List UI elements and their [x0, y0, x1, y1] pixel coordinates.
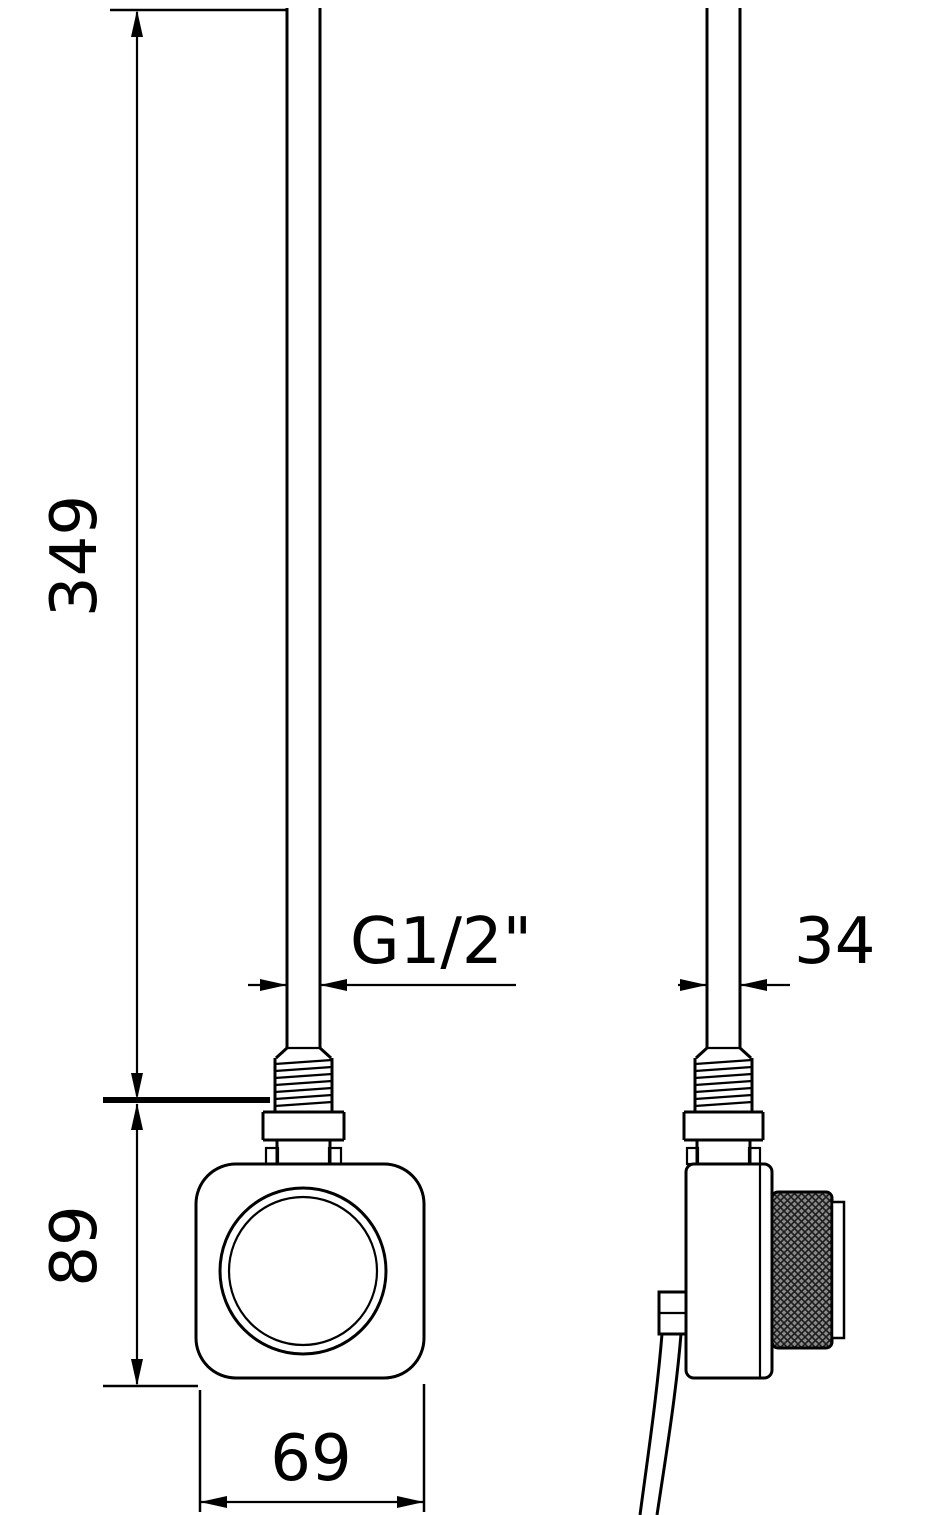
dim-body-width-label: 69 — [270, 1422, 351, 1496]
dimension-body-height: 89 — [38, 1103, 198, 1388]
front-control-box — [194, 1162, 426, 1380]
dim-side-depth-label: 34 — [794, 905, 875, 979]
front-thread — [273, 1046, 334, 1112]
dim-body-height-label: 89 — [38, 1205, 112, 1286]
power-cable — [638, 1333, 683, 1515]
front-dial — [218, 1186, 388, 1356]
arrow-down-icon — [131, 1073, 143, 1100]
dimension-thread-size: G1/2" — [248, 905, 532, 991]
dim-rod-length-label: 349 — [38, 495, 112, 617]
dimension-side-depth: 34 — [678, 905, 875, 991]
side-control-box — [684, 1162, 774, 1380]
cable-gland — [657, 1290, 688, 1336]
side-thread — [693, 1046, 754, 1112]
arrow-up-icon — [131, 10, 143, 37]
front-nut — [261, 1110, 346, 1166]
arrow-left-icon — [320, 979, 347, 991]
arrow-left-icon — [200, 1496, 227, 1508]
arrow-up-icon — [131, 1103, 143, 1130]
dimension-body-width: 69 — [198, 1384, 426, 1512]
arrow-left-icon — [740, 979, 767, 991]
front-rod — [285, 8, 322, 1050]
arrow-right-icon — [680, 979, 707, 991]
dimension-rod-length: 349 — [38, 8, 287, 1103]
side-view — [638, 8, 846, 1515]
side-nut — [682, 1110, 765, 1166]
arrow-down-icon — [131, 1359, 143, 1386]
side-rod — [705, 8, 742, 1050]
front-view — [194, 8, 426, 1380]
arrow-right-icon — [260, 979, 287, 991]
arrow-right-icon — [397, 1496, 424, 1508]
side-knob — [770, 1190, 846, 1350]
dim-thread-size-label: G1/2" — [350, 905, 532, 979]
